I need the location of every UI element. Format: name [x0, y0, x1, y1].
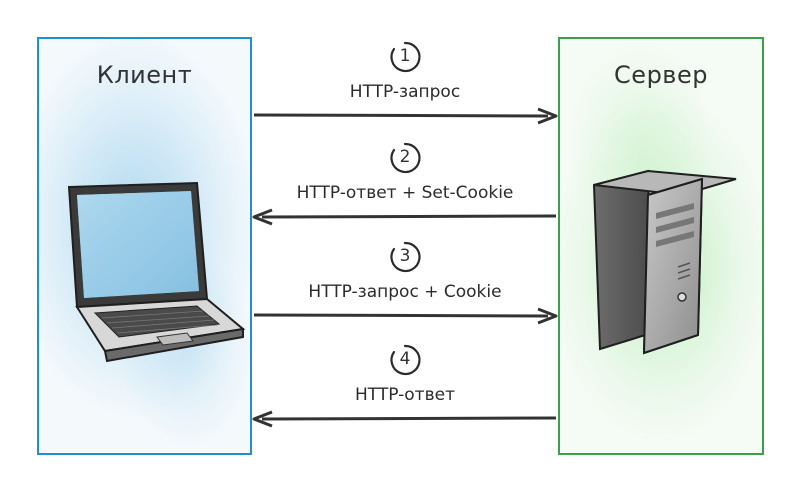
- step-number: 4: [399, 349, 411, 369]
- circle-icon: [390, 142, 421, 174]
- arrow-right-icon: [253, 107, 558, 125]
- step-label: HTTP-запрос + Cookie: [308, 282, 502, 302]
- step-number-badge: 3: [388, 240, 422, 274]
- step-number: 1: [399, 46, 411, 66]
- step-number-badge: 4: [388, 343, 422, 377]
- step-number-badge: 2: [388, 141, 422, 175]
- step-label: HTTP-ответ: [355, 385, 455, 405]
- step-1: 1 HTTP-запрос: [252, 40, 558, 130]
- step-4: 4 HTTP-ответ: [252, 343, 558, 433]
- step-3: 3 HTTP-запрос + Cookie: [252, 240, 558, 330]
- server-panel: Сервер: [558, 37, 764, 455]
- client-title: Клиент: [96, 61, 193, 89]
- client-panel: Клиент: [37, 37, 252, 455]
- arrow-left-icon: [252, 208, 557, 226]
- step-number: 3: [399, 246, 411, 266]
- step-number: 2: [399, 147, 411, 167]
- server-title: Сервер: [614, 61, 708, 89]
- step-label: HTTP-ответ + Set-Cookie: [296, 183, 514, 203]
- step-2: 2 HTTP-ответ + Set-Cookie: [252, 141, 558, 231]
- circle-icon: [390, 241, 421, 273]
- step-label: HTTP-запрос: [349, 82, 461, 102]
- circle-icon: [390, 344, 421, 376]
- arrow-right-icon: [253, 307, 558, 325]
- arrow-left-icon: [252, 410, 557, 428]
- server-tower-icon: [592, 169, 737, 355]
- step-number-badge: 1: [388, 40, 422, 74]
- laptop-icon: [67, 181, 246, 363]
- circle-icon: [390, 41, 421, 73]
